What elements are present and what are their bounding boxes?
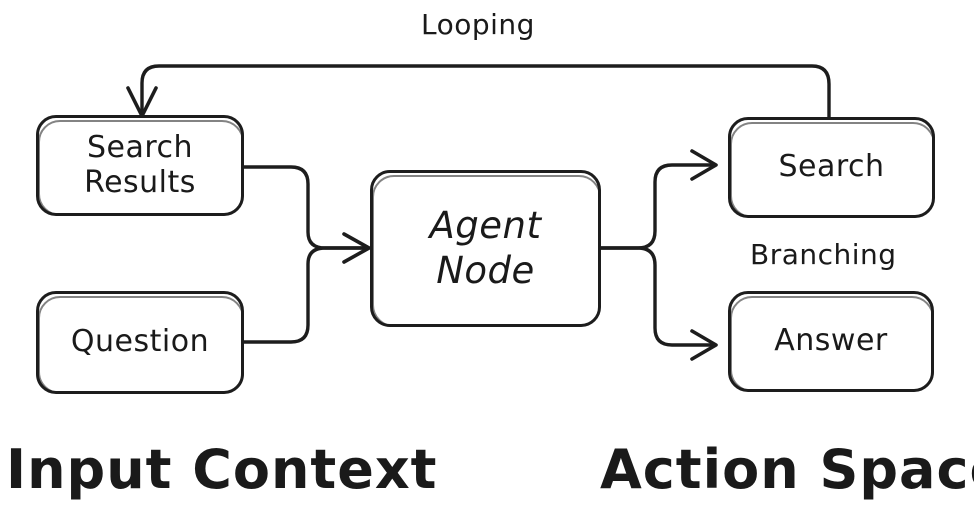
node-search-results[interactable]: Search Results	[36, 115, 244, 216]
node-question[interactable]: Question	[36, 291, 244, 394]
edge-question-to-agent	[242, 246, 369, 344]
edge-search-results-to-agent	[242, 165, 369, 250]
arrowhead-into-search	[690, 149, 718, 181]
arrowhead-into-search-results	[126, 86, 158, 118]
node-agent-node[interactable]: Agent Node	[370, 170, 601, 327]
node-agent-node-label: Agent Node	[429, 204, 542, 292]
arrowhead-into-answer	[690, 329, 718, 361]
node-answer-label: Answer	[774, 323, 888, 359]
node-answer[interactable]: Answer	[728, 291, 934, 392]
node-question-label: Question	[70, 324, 210, 360]
group-title-input-context: Input Context	[6, 438, 438, 501]
node-search-results-label: Search Results	[84, 130, 196, 200]
node-search-label: Search	[778, 149, 885, 185]
edge-label-branching: Branching	[750, 238, 897, 271]
edge-label-looping: Looping	[421, 8, 535, 41]
edge-looping-search-to-search-results	[140, 64, 831, 119]
node-search[interactable]: Search	[728, 117, 935, 218]
arrowhead-into-agent-node	[342, 232, 371, 264]
group-title-action-space: Action Space	[600, 438, 974, 501]
edge-agent-to-branch	[599, 163, 716, 347]
